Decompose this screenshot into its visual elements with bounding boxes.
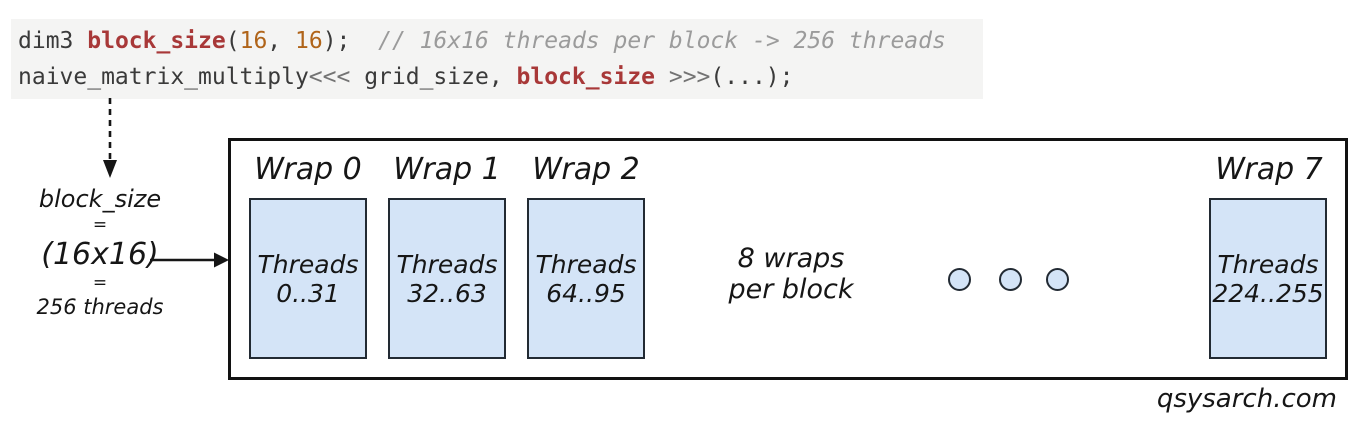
code-line-1: dim3 block_size(16, 16); // 16x16 thread… [18,23,983,59]
annotation-value: (16x16) [41,237,159,272]
warp-threads-range: 32..63 [407,278,487,308]
code-token-block-size: block_size [87,28,226,54]
code-token-block-size: block_size [516,64,655,90]
ellipsis-circle [999,268,1022,291]
warp-card-1: Threads 32..63 [388,198,506,359]
code-token-number: 16 [239,28,268,54]
annotation-equals: = [92,215,108,235]
watermark: qsysarch.com [1156,384,1337,414]
dashed-down-arrow-icon [103,98,117,178]
ellipsis-circle [948,268,971,291]
ellipsis-circle [1046,268,1069,291]
warp-label-1: Wrap 1 [393,152,501,187]
note-line-1: 8 wraps [737,243,845,274]
warp-threads-range: 0..31 [276,278,340,308]
block-size-annotation: block_size = (16x16) = 256 threads [25,184,175,320]
code-token-number: 16 [295,28,323,54]
wraps-per-block-note: 8 wraps per block [726,243,856,305]
warp-label-2: Wrap 2 [532,152,640,187]
warp-threads-range: 64..95 [546,278,626,308]
note-line-2: per block [728,274,854,305]
warp-threads-word: Threads [396,249,498,279]
right-arrow-icon [150,252,229,268]
warp-card-7: Threads 224..255 [1209,198,1327,359]
code-comment: // 16x16 threads per block -> 256 thread… [378,28,946,54]
warp-card-2: Threads 64..95 [527,198,645,359]
code-token [655,64,669,90]
code-token: ( [225,28,240,54]
code-token-kernel-name: naive_matrix_multiply [18,64,309,90]
code-token: , [267,28,295,54]
annotation-name: block_size [38,185,162,213]
warp-threads-word: Threads [257,249,359,279]
annotation-result: 256 threads [36,295,164,319]
code-snippet: dim3 block_size(16, 16); // 16x16 thread… [11,19,983,99]
code-token: grid_size, [350,64,517,90]
warp-threads-word: Threads [535,249,637,279]
warp-label-7: Wrap 7 [1215,152,1323,187]
warp-threads-word: Threads [1217,249,1319,279]
code-token: ); [322,28,379,54]
warp-card-0: Threads 0..31 [249,198,367,359]
code-token-launch-open: <<< [308,64,351,90]
code-token: (...); [710,64,794,90]
annotation-equals: = [92,273,108,293]
warp-label-0: Wrap 0 [254,152,362,187]
warp-threads-range: 224..255 [1212,278,1324,308]
code-token: dim3 [18,28,88,54]
code-line-2: naive_matrix_multiply<<< grid_size, bloc… [18,59,983,95]
code-token-launch-close: >>> [668,64,711,90]
